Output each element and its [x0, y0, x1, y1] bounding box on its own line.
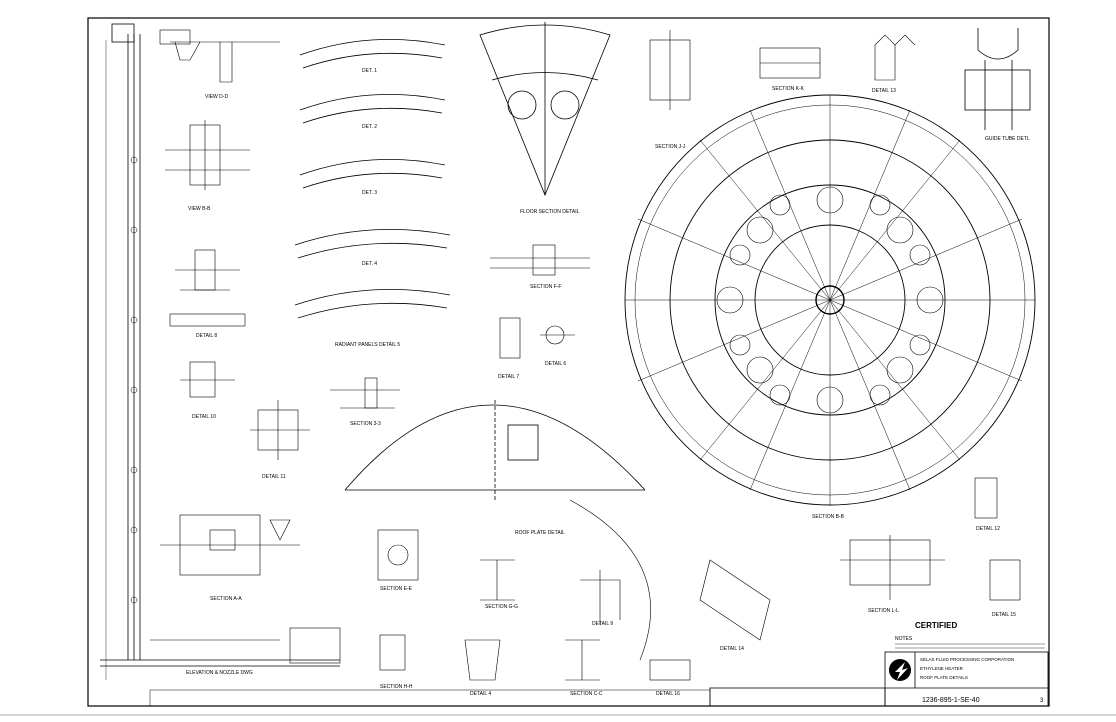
label-roof-plate: ROOF PLATE DETAIL — [515, 530, 565, 536]
label-certified: CERTIFIED — [915, 621, 957, 630]
label-view-d: VIEW D-D — [205, 94, 228, 100]
detail-7-sketch — [499, 317, 575, 359]
section-c-sketch — [565, 639, 600, 681]
detail-12-sketch — [974, 477, 998, 519]
label-section-b: SECTION B-B — [812, 514, 845, 520]
title-sheet: 3 — [1040, 698, 1044, 704]
section-a-sketch — [160, 514, 300, 576]
label-det-4: DET. 4 — [362, 261, 377, 267]
curved-panels — [294, 38, 451, 319]
guide-tube-sketch — [964, 28, 1031, 130]
title-project: ETHYLENE HEATER — [920, 666, 964, 671]
label-section-j: SECTION J-J — [655, 144, 686, 150]
detail-9-sketch — [580, 570, 621, 625]
detail-14-sketch — [699, 559, 771, 641]
detail-13-sketch — [874, 34, 916, 81]
label-detail-6: DETAIL 6 — [545, 361, 566, 367]
label-guide-tube: GUIDE TUBE DETL — [985, 136, 1030, 142]
label-detail-8: DETAIL 8 — [196, 333, 217, 339]
label-detail-16: DETAIL 16 — [656, 691, 680, 697]
label-section-k: SECTION K-K — [772, 86, 805, 92]
detail-4-sketch — [464, 639, 501, 681]
section-k-sketch — [759, 47, 821, 79]
title-block — [149, 651, 1049, 707]
label-detail-13: DETAIL 13 — [872, 88, 896, 94]
label-detail-9: DETAIL 9 — [592, 621, 613, 627]
label-detail-12: DETAIL 12 — [976, 526, 1000, 532]
title-title: ROOF PLATE DETAILS — [920, 675, 968, 680]
label-section-h: SECTION H-H — [380, 684, 413, 690]
section-e-sketch — [377, 529, 419, 581]
label-det-2: DET. 2 — [362, 124, 377, 130]
label-detail-11: DETAIL 11 — [262, 474, 286, 480]
label-view-b: VIEW B-B — [188, 206, 211, 212]
label-section-3: SECTION 3-3 — [350, 421, 381, 427]
view-d-sketch — [159, 29, 280, 83]
section-f-sketch — [490, 244, 590, 276]
label-detail-10: DETAIL 10 — [192, 414, 216, 420]
label-floor-section: FLOOR SECTION DETAIL — [520, 209, 580, 215]
label-det-3: DET. 3 — [362, 190, 377, 196]
detail-8-sketch — [169, 249, 246, 327]
notes-lines — [895, 643, 1045, 649]
detail-10-sketch — [180, 361, 235, 398]
company-logo — [889, 659, 911, 681]
floor-section-wedge — [479, 22, 611, 197]
section-h-sketch — [379, 634, 406, 671]
sheet-border — [87, 17, 1050, 707]
view-b-sketch — [165, 120, 250, 190]
section-3-sketch — [330, 377, 400, 409]
detail-15-sketch — [989, 559, 1021, 601]
label-section-g: SECTION G-G — [485, 604, 518, 610]
label-section-e: SECTION E-E — [380, 586, 413, 592]
label-radiant-panels: RADIANT PANELS DETAIL 5 — [335, 342, 400, 348]
label-detail-4: DETAIL 4 — [470, 691, 491, 697]
section-l-sketch — [840, 535, 945, 600]
label-section-c: SECTION C-C — [570, 691, 603, 697]
label-detail-15: DETAIL 15 — [992, 612, 1016, 618]
label-elevation-nozzle: ELEVATION & NOZZLE DWG — [186, 670, 253, 676]
detail-11-sketch — [250, 400, 310, 460]
label-det-1: DET. 1 — [362, 68, 377, 74]
label-section-f: SECTION F-F — [530, 284, 561, 290]
section-j-sketch — [649, 30, 691, 110]
label-detail-14: DETAIL 14 — [720, 646, 744, 652]
label-detail-7: DETAIL 7 — [498, 374, 519, 380]
roof-plan-circle — [624, 94, 1036, 506]
title-drawing-number: 1236-895-1-SE-40 — [922, 697, 980, 704]
label-section-a: SECTION A-A — [210, 596, 242, 602]
label-notes: NOTES — [895, 636, 913, 642]
elevation-bottom-sketch — [150, 627, 341, 664]
section-g-sketch — [480, 559, 515, 601]
roof-plate-arc — [344, 400, 651, 661]
elevation-column — [100, 23, 340, 680]
detail-16-sketch — [649, 659, 691, 681]
label-section-l: SECTION L-L — [868, 608, 899, 614]
title-company: SELAS FLUID PROCESSING CORPORATION — [920, 657, 1014, 662]
